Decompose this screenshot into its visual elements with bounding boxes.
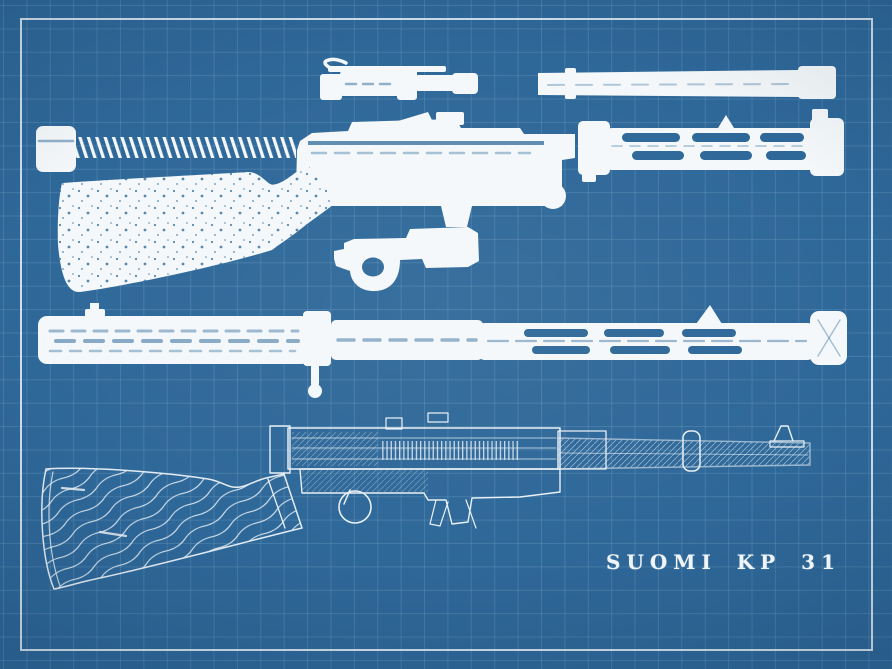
blueprint-title: SUOMI KP 31: [606, 550, 841, 574]
receiver-drawing: [296, 112, 575, 227]
barrel-drawing: [538, 66, 836, 99]
trigger-group-drawing: [334, 227, 479, 292]
assembled-receiver-drawing: [38, 303, 847, 398]
complete-gun-drawing: [41, 412, 811, 590]
bolt-assembly-drawing: [320, 57, 478, 100]
buttstock-drawing: [57, 165, 337, 293]
barrel-jacket-drawing: [578, 109, 844, 182]
recoil-spring-drawing: [36, 126, 296, 172]
